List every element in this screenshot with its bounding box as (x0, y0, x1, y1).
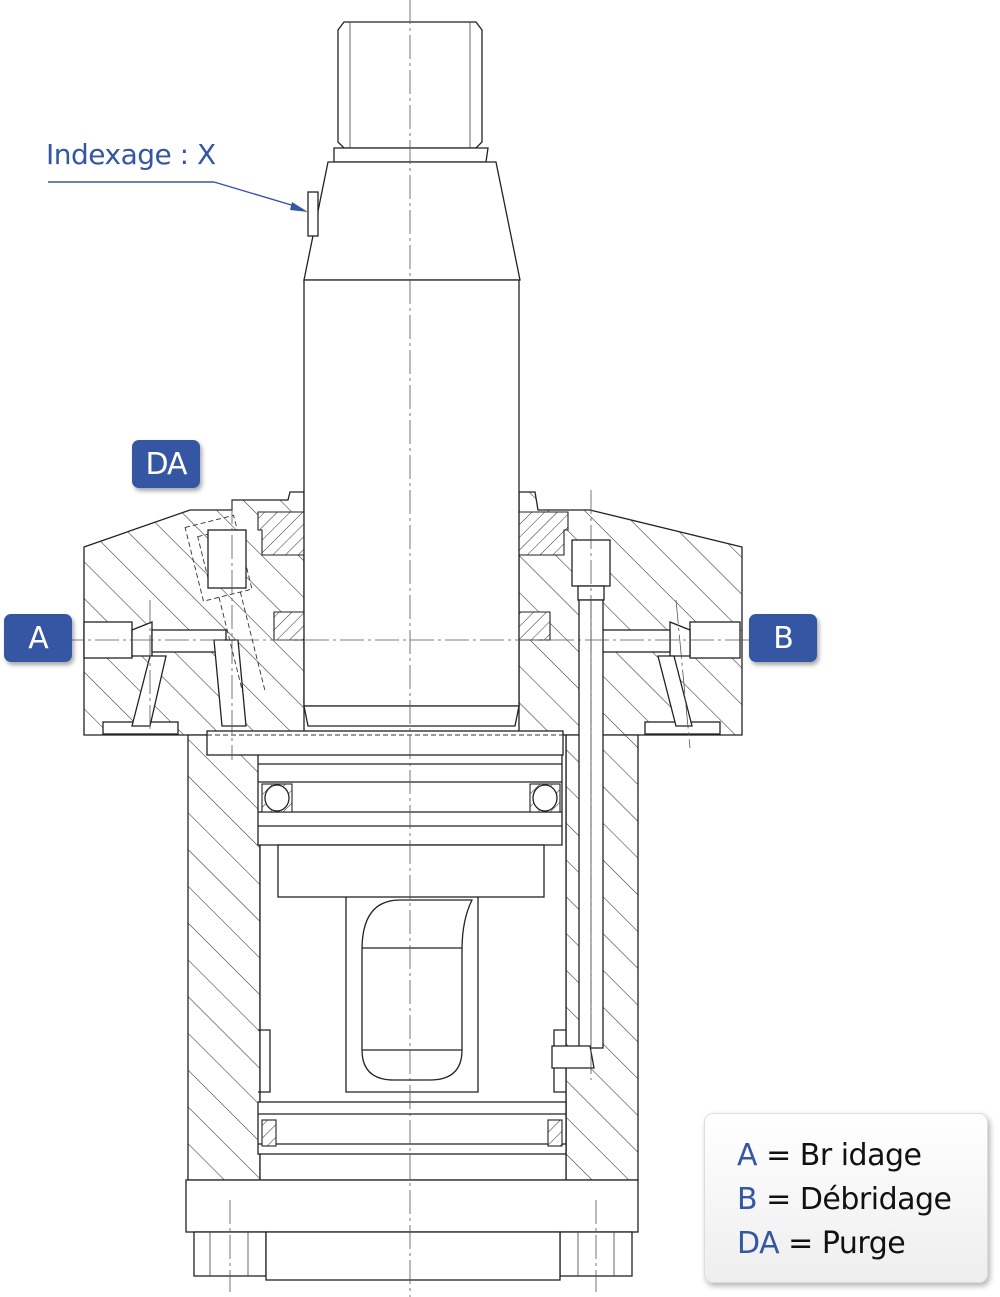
indexing-label: Indexage : X (46, 138, 216, 171)
bottom-cap (185, 1179, 639, 1281)
port-da-badge: DA (132, 440, 200, 488)
legend-label: Débridage (799, 1182, 952, 1217)
legend-key: A (737, 1138, 758, 1173)
port-a-badge: A (4, 614, 72, 662)
legend-row-b: B = Débridage (737, 1178, 987, 1222)
legend-box: A = Br idage B = Débridage DA = Purge (704, 1113, 988, 1283)
legend-label: Purge (821, 1226, 906, 1261)
port-b-badge: B (749, 614, 817, 662)
index-leader (48, 181, 308, 212)
spindle (303, 21, 521, 727)
center-lines (60, 0, 760, 1297)
purge-fitting-body (207, 529, 247, 589)
port-a-passage (83, 621, 247, 727)
legend-row-a: A = Br idage (737, 1134, 987, 1178)
legend-equals: = (757, 1138, 800, 1173)
legend-key: B (737, 1182, 758, 1217)
piston (257, 747, 563, 898)
legend-label: Br idage (799, 1138, 922, 1173)
legend-equals: = (757, 1182, 800, 1217)
drawbar (258, 897, 566, 1093)
legend-equals: = (779, 1226, 822, 1261)
legend-key: DA (737, 1226, 780, 1261)
lower-seal (257, 1101, 567, 1155)
flange (102, 721, 721, 756)
legend-row-da: DA = Purge (737, 1222, 987, 1266)
